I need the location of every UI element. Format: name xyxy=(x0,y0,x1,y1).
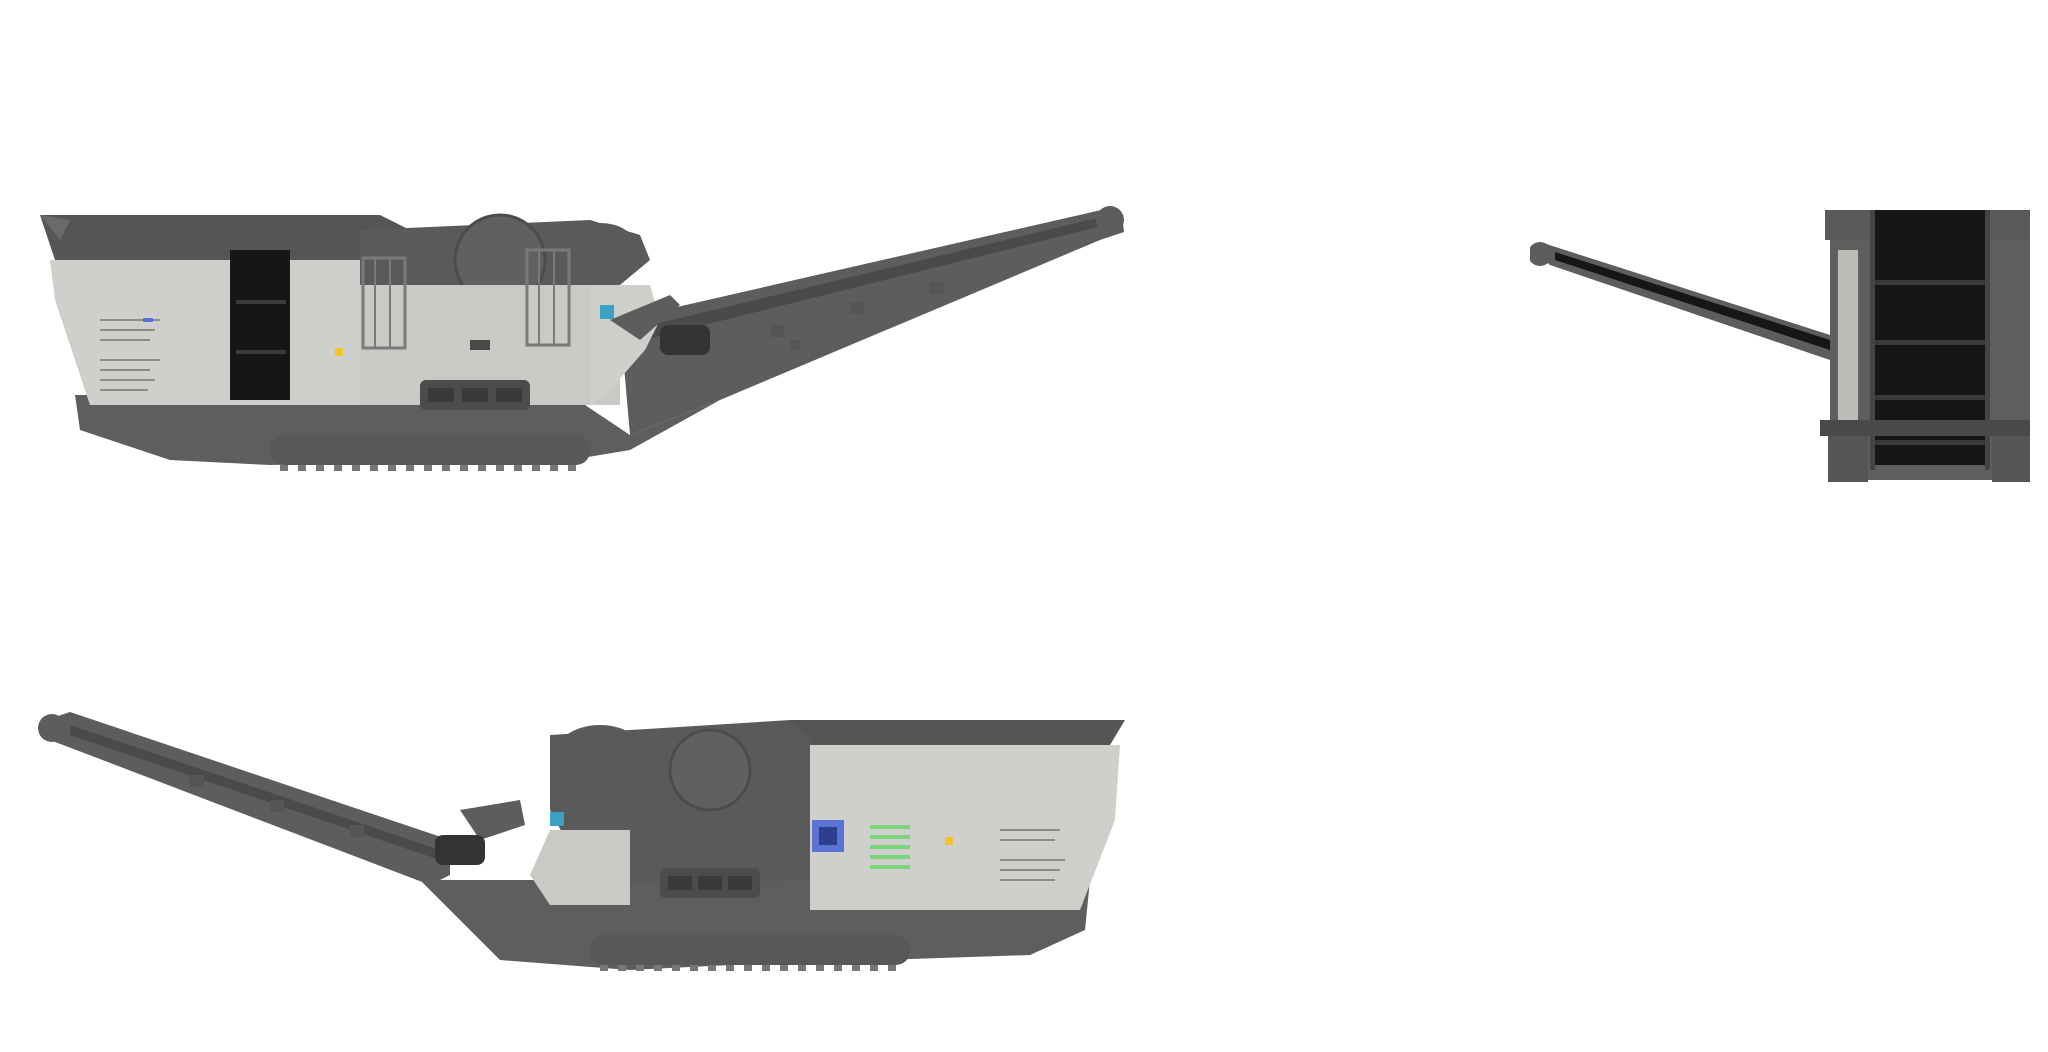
crusher-rear-icon xyxy=(1530,210,2030,482)
crusher-side-left-icon xyxy=(40,206,1124,471)
left-side-view xyxy=(30,190,1140,500)
rear-view xyxy=(1530,190,2030,500)
right-side-view xyxy=(30,700,1140,1020)
crusher-side-right-icon xyxy=(38,712,1125,971)
